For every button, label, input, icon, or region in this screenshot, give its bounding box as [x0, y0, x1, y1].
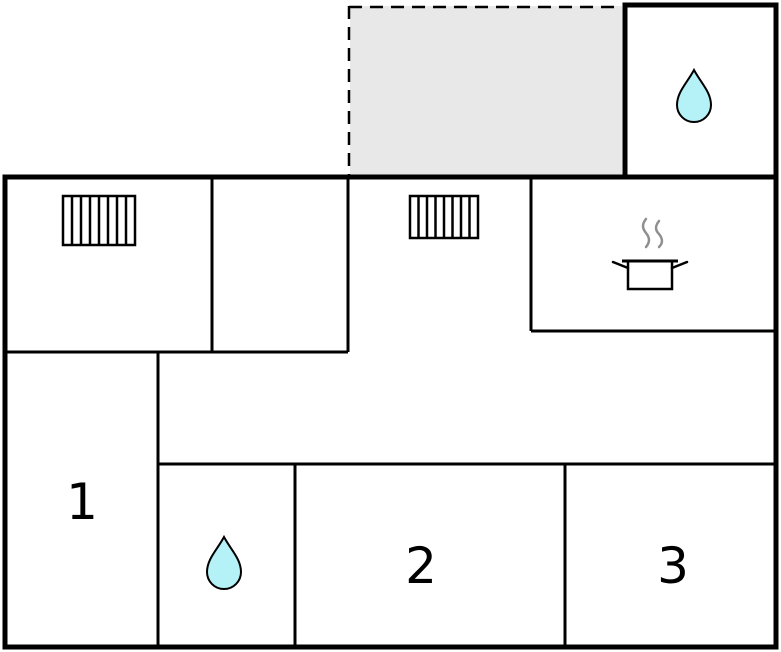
pot-handle-left: [611, 260, 630, 270]
inner-walls: [5, 177, 776, 647]
pot-body: [626, 259, 674, 291]
steam-line: [654, 219, 664, 249]
water-drop-icon: [675, 67, 713, 123]
room-label-1: 1: [66, 473, 98, 531]
steam-line: [641, 217, 651, 249]
terrace-area: [350, 6, 622, 176]
cooking-pot-icon: [611, 217, 689, 291]
water-drop-icon: [205, 534, 243, 590]
room-label-2: 2: [405, 537, 437, 595]
main-building-walls: [2, 174, 779, 650]
radiator-icon: [408, 194, 480, 240]
radiator-icon: [61, 194, 137, 247]
pot-handle-right: [670, 260, 689, 270]
room-label-3: 3: [657, 537, 689, 595]
